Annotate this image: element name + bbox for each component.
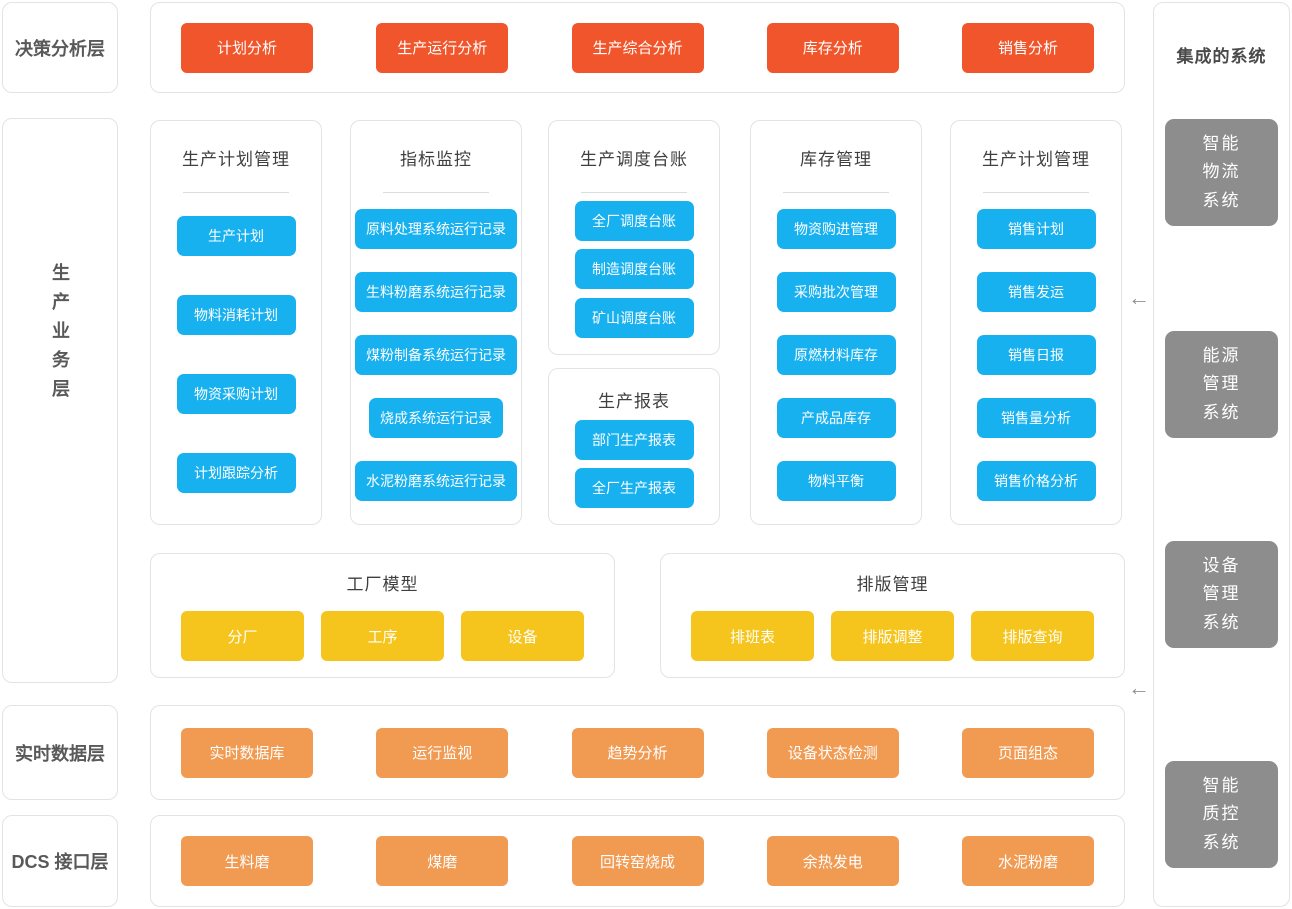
layer-label-dcs: DCS 接口层 bbox=[2, 815, 118, 907]
module-button[interactable]: 水泥粉磨系统运行记录 bbox=[355, 460, 517, 501]
module-card-dispatch-ledger: 生产调度台账 全厂调度台账 制造调度台账 矿山调度台账 bbox=[548, 120, 720, 355]
module-card-production-reports: 生产报表 部门生产报表 全厂生产报表 bbox=[548, 368, 720, 525]
module-button[interactable]: 原燃材料库存 bbox=[776, 334, 896, 375]
module-button[interactable]: 产成品库存 bbox=[776, 397, 896, 438]
divider bbox=[783, 192, 889, 193]
module-button[interactable]: 销售价格分析 bbox=[976, 460, 1096, 501]
dcs-button[interactable]: 水泥粉磨 bbox=[962, 836, 1094, 886]
realtime-layer-panel: 实时数据库 运行监视 趋势分析 设备状态检测 页面组态 bbox=[150, 705, 1125, 800]
module-card-title: 生产计划管理 bbox=[182, 150, 290, 169]
layer-label-dcs-text: DCS 接口层 bbox=[11, 852, 109, 872]
divider bbox=[183, 192, 289, 193]
system-box-label: 能源管理系统 bbox=[1202, 346, 1241, 422]
decision-layer-button[interactable]: 计划分析 bbox=[181, 22, 313, 73]
model-button[interactable]: 排版调整 bbox=[831, 611, 954, 661]
system-box-energy[interactable]: 能源管理系统 bbox=[1165, 331, 1278, 438]
module-button[interactable]: 生料粉磨系统运行记录 bbox=[355, 271, 517, 312]
module-button-list: 全厂调度台账 制造调度台账 矿山调度台账 bbox=[549, 193, 719, 354]
module-button[interactable]: 生产计划 bbox=[176, 216, 296, 257]
model-button[interactable]: 分厂 bbox=[181, 611, 304, 661]
module-button[interactable]: 煤粉制备系统运行记录 bbox=[355, 334, 517, 375]
system-box-label: 设备管理系统 bbox=[1202, 556, 1241, 632]
dcs-button[interactable]: 煤磨 bbox=[376, 836, 509, 886]
model-button[interactable]: 工序 bbox=[321, 611, 444, 661]
system-box-logistics[interactable]: 智能物流系统 bbox=[1165, 119, 1278, 226]
realtime-button[interactable]: 运行监视 bbox=[376, 727, 509, 778]
dcs-button[interactable]: 余热发电 bbox=[766, 836, 899, 886]
decision-layer-button[interactable]: 生产综合分析 bbox=[571, 22, 704, 73]
module-button[interactable]: 销售量分析 bbox=[976, 397, 1096, 438]
integrated-systems-panel: 集成的系统 智能物流系统 能源管理系统 设备管理系统 智能质控系统 bbox=[1153, 2, 1290, 907]
module-button-list: 部门生产报表 全厂生产报表 bbox=[549, 412, 719, 524]
realtime-button[interactable]: 设备状态检测 bbox=[766, 727, 899, 778]
layer-label-decision: 决策分析层 bbox=[2, 2, 118, 93]
module-button[interactable]: 全厂生产报表 bbox=[574, 468, 694, 508]
module-card-title: 指标监控 bbox=[400, 150, 472, 169]
module-card-production-plan: 生产计划管理 生产计划 物料消耗计划 物资采购计划 计划跟踪分析 bbox=[150, 120, 322, 525]
model-button[interactable]: 排班表 bbox=[691, 611, 814, 661]
model-card-title: 工厂模型 bbox=[346, 575, 419, 594]
module-button[interactable]: 原料处理系统运行记录 bbox=[355, 208, 517, 249]
layer-label-decision-text: 决策分析层 bbox=[15, 38, 105, 59]
module-card-title: 生产调度台账 bbox=[580, 150, 688, 169]
module-button[interactable]: 销售发运 bbox=[976, 271, 1096, 312]
model-card-factory-model: 工厂模型 分厂 工序 设备 bbox=[150, 553, 615, 678]
module-button-list: 原料处理系统运行记录 生料粉磨系统运行记录 煤粉制备系统运行记录 烧成系统运行记… bbox=[351, 193, 521, 524]
module-button[interactable]: 物资购进管理 bbox=[776, 208, 896, 249]
system-box-label: 智能质控系统 bbox=[1202, 776, 1241, 852]
module-button[interactable]: 物资采购计划 bbox=[176, 373, 296, 414]
model-button-row: 分厂 工序 设备 bbox=[151, 595, 614, 677]
module-card-inventory: 库存管理 物资购进管理 采购批次管理 原燃材料库存 产成品库存 物料平衡 bbox=[750, 120, 922, 525]
module-button-list: 生产计划 物料消耗计划 物资采购计划 计划跟踪分析 bbox=[151, 193, 321, 524]
module-card-title: 库存管理 bbox=[800, 150, 872, 169]
system-box-equipment[interactable]: 设备管理系统 bbox=[1165, 541, 1278, 648]
model-button[interactable]: 排版查询 bbox=[971, 611, 1094, 661]
module-button[interactable]: 物料消耗计划 bbox=[176, 295, 296, 336]
module-card-sales: 生产计划管理 销售计划 销售发运 销售日报 销售量分析 销售价格分析 bbox=[950, 120, 1122, 525]
model-button-row: 排班表 排版调整 排版查询 bbox=[661, 595, 1124, 677]
system-box-quality[interactable]: 智能质控系统 bbox=[1165, 761, 1278, 868]
module-card-kpi-monitoring: 指标监控 原料处理系统运行记录 生料粉磨系统运行记录 煤粉制备系统运行记录 烧成… bbox=[350, 120, 522, 525]
decision-layer-button[interactable]: 库存分析 bbox=[766, 22, 899, 73]
dcs-button[interactable]: 回转窑烧成 bbox=[571, 836, 704, 886]
layer-label-realtime-text: 实时数据层 bbox=[15, 743, 105, 764]
layer-label-business-text: 生产业务层 bbox=[50, 263, 70, 408]
dcs-layer-panel: 生料磨 煤磨 回转窑烧成 余热发电 水泥粉磨 bbox=[150, 815, 1125, 907]
divider bbox=[383, 192, 489, 193]
module-card-title: 生产报表 bbox=[598, 392, 670, 411]
module-button[interactable]: 矿山调度台账 bbox=[574, 297, 694, 338]
module-button[interactable]: 物料平衡 bbox=[776, 460, 896, 501]
module-button[interactable]: 销售日报 bbox=[976, 334, 1096, 375]
left-arrow-icon: ← bbox=[1128, 675, 1150, 700]
module-button[interactable]: 部门生产报表 bbox=[574, 420, 694, 460]
dcs-button[interactable]: 生料磨 bbox=[181, 836, 313, 886]
module-button[interactable]: 制造调度台账 bbox=[574, 249, 694, 290]
module-button[interactable]: 全厂调度台账 bbox=[574, 201, 694, 242]
model-card-scheduling: 排版管理 排班表 排版调整 排版查询 bbox=[660, 553, 1125, 678]
layer-label-realtime: 实时数据层 bbox=[2, 705, 118, 800]
decision-layer-button[interactable]: 生产运行分析 bbox=[376, 22, 509, 73]
realtime-button[interactable]: 趋势分析 bbox=[571, 727, 704, 778]
left-arrow-icon: ← bbox=[1128, 285, 1150, 310]
module-button[interactable]: 烧成系统运行记录 bbox=[369, 397, 503, 438]
module-button[interactable]: 销售计划 bbox=[976, 208, 1096, 249]
divider bbox=[983, 192, 1089, 193]
system-box-label: 智能物流系统 bbox=[1202, 134, 1241, 210]
layer-label-business: 生产业务层 bbox=[2, 118, 118, 683]
divider bbox=[581, 192, 687, 193]
integrated-systems-title: 集成的系统 bbox=[1176, 47, 1267, 66]
decision-layer-panel: 计划分析 生产运行分析 生产综合分析 库存分析 销售分析 bbox=[150, 2, 1125, 93]
model-card-title: 排版管理 bbox=[856, 575, 929, 594]
module-button[interactable]: 采购批次管理 bbox=[776, 271, 896, 312]
module-card-title: 生产计划管理 bbox=[982, 150, 1090, 169]
module-button-list: 物资购进管理 采购批次管理 原燃材料库存 产成品库存 物料平衡 bbox=[751, 193, 921, 524]
decision-layer-button[interactable]: 销售分析 bbox=[962, 22, 1094, 73]
realtime-button[interactable]: 实时数据库 bbox=[181, 727, 313, 778]
module-button-list: 销售计划 销售发运 销售日报 销售量分析 销售价格分析 bbox=[951, 193, 1121, 524]
model-button[interactable]: 设备 bbox=[461, 611, 584, 661]
module-button[interactable]: 计划跟踪分析 bbox=[176, 452, 296, 493]
realtime-button[interactable]: 页面组态 bbox=[962, 727, 1094, 778]
